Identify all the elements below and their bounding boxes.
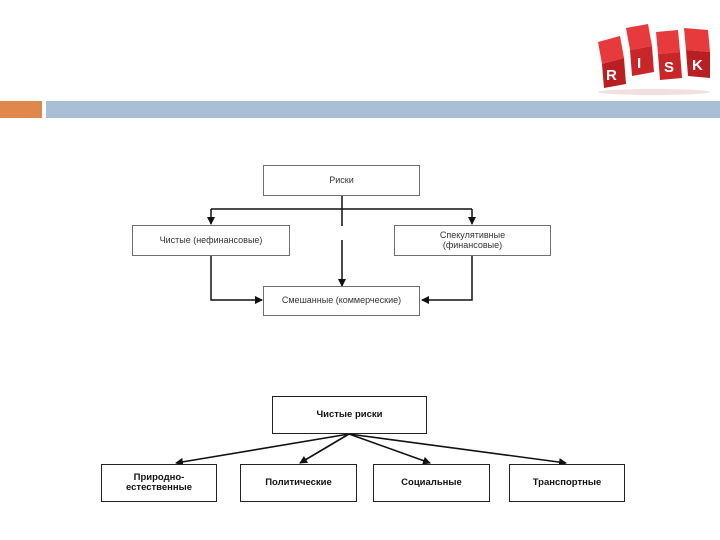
die-s: S xyxy=(656,30,682,80)
die-i: I xyxy=(626,24,654,76)
node-financial-label: (финансовые) xyxy=(442,239,503,250)
node-risks: Риски xyxy=(263,165,420,196)
arrow-to-transport xyxy=(348,433,567,467)
diagram2-connectors xyxy=(175,433,567,467)
node-mixed-label: Смешанные (коммерческие) xyxy=(281,295,402,306)
diagram1-connectors xyxy=(207,196,476,304)
die-letter-i: I xyxy=(637,55,641,72)
node-natural-label-line2: естественные xyxy=(125,482,193,493)
arrow-to-natural xyxy=(175,433,350,466)
node-political-label: Политические xyxy=(265,476,332,488)
arrow-pure-to-mixed xyxy=(210,256,263,304)
node-pure-nonfinancial: Чистые (нефинансовые) xyxy=(132,225,290,256)
node-speculative-financial: Спекулятивные (финансовые) xyxy=(394,225,551,256)
header-accent-bar-blue xyxy=(46,101,720,118)
die-r: R xyxy=(598,36,626,88)
arrow-to-social xyxy=(348,433,431,465)
arrow-speculative-to-mixed xyxy=(421,256,473,304)
die-k: K xyxy=(684,28,710,78)
node-natural: Природно- естественные xyxy=(101,464,217,502)
node-social-label: Социальные xyxy=(401,476,462,488)
node-political: Политические xyxy=(240,464,357,502)
node-speculative-label: Спекулятивные xyxy=(439,229,506,240)
die-letter-s: S xyxy=(664,59,674,76)
node-transport-label: Транспортные xyxy=(532,476,602,488)
node-mixed-commercial: Смешанные (коммерческие) xyxy=(263,286,420,316)
die-letter-r: R xyxy=(606,67,617,84)
node-pure-label: Чистые (нефинансовые) xyxy=(159,234,263,245)
node-risks-label: Риски xyxy=(329,174,354,185)
node-transport: Транспортные xyxy=(509,464,625,502)
die-letter-k: K xyxy=(692,57,703,74)
node-pure-risks: Чистые риски xyxy=(272,396,427,434)
node-pure-risks-label: Чистые риски xyxy=(316,408,383,420)
node-natural-label-line1: Природно- xyxy=(133,471,185,483)
arrow-to-political xyxy=(299,433,350,464)
node-social: Социальные xyxy=(373,464,490,502)
header-accent-bar-orange xyxy=(0,101,42,118)
risk-dice-logo: R I S K xyxy=(598,24,710,95)
